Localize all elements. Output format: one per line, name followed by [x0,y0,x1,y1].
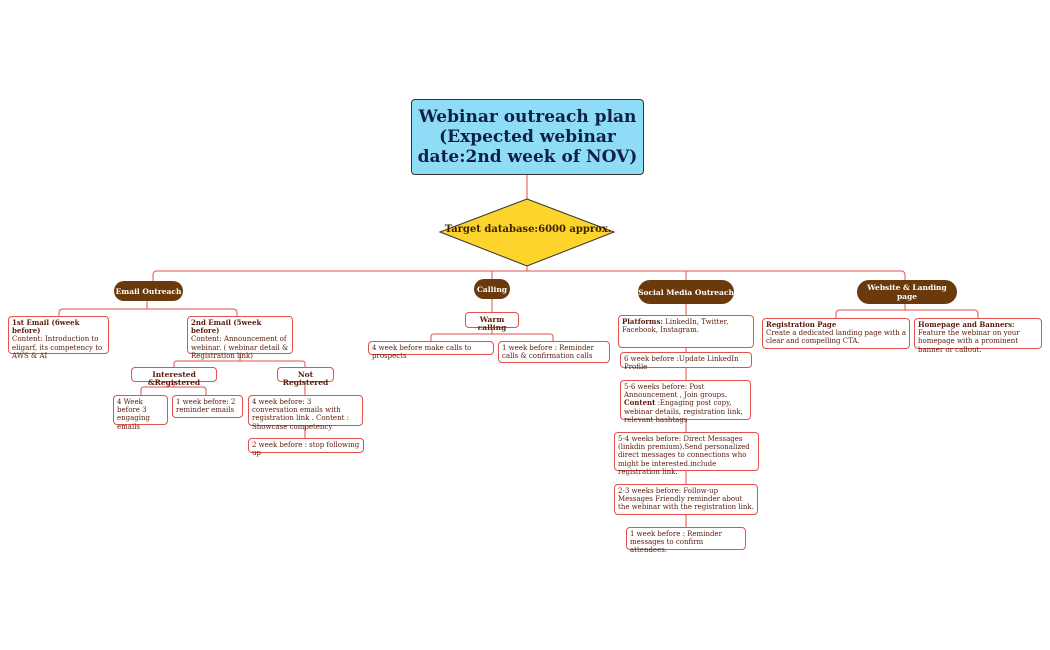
root-title[interactable]: Webinar outreach plan (Expected webinar … [411,99,644,175]
social-platforms-title: Platforms: [622,317,663,326]
link-email-children [58,301,238,318]
social-step-update-profile[interactable]: 6 week before :Update LinkedIn Profile [620,352,752,371]
social-step-post-announcement[interactable]: 5-6 weeks before: Post Announcement , Jo… [620,380,751,424]
social-step-direct-messages[interactable]: 5-4 weeks before: Direct Messages (linkd… [614,432,759,476]
branch-calling[interactable]: Calling [474,279,510,299]
social-step2-content-label: Content [624,398,656,408]
target-database-label: Target database:6000 approx. [444,224,612,235]
social-step-follow-up[interactable]: 2-3 weeks before: Follow-up Messages Fri… [614,484,758,515]
link-calling-children [430,299,554,341]
first-email-card[interactable]: 1st Email (6week before) Content: Introd… [8,316,109,360]
first-email-title: 1st Email (6week before) [12,318,80,336]
social-platforms-card[interactable]: Platforms: LinkedIn, Twitter, Facebook, … [618,315,754,348]
branch-social-media-outreach[interactable]: Social Media Outreach [638,280,734,304]
branch-website-landing[interactable]: Website & Landing page [857,280,957,304]
link-interested-items [140,382,207,395]
interested-engaging-emails[interactable]: 4 Week before 3 engaging emails [113,395,168,431]
website-homepage-title: Homepage and Banners: [918,320,1015,329]
link-target-branches [152,266,906,281]
second-email-card[interactable]: 2nd Email (5week before) Content: Announ… [187,316,293,360]
second-email-body: Content: Announcement of webinar. ( webi… [191,335,289,360]
website-registration-title: Registration Page [766,320,837,329]
social-step-reminder-messages[interactable]: 1 week before : Reminder messages to con… [626,527,746,554]
social-platforms-body: LinkedIn, Twitter, Facebook, Instagram. [622,318,729,335]
second-email-title: 2nd Email (5week before) [191,318,262,336]
calling-reminder[interactable]: 1 week before : Reminder calls & confirm… [498,341,610,363]
target-diamond [438,198,616,267]
link-second-email-subs [173,354,306,367]
not-registered-stop-following[interactable]: 2 week before : stop following up [248,438,364,457]
website-homepage-body: Feature the webinar on your homepage wit… [918,329,1020,354]
warm-calling-node[interactable]: Warm calling [465,312,519,332]
social-step2-part-b: :Engaging post copy, webinar details, re… [624,399,743,424]
not-registered-node[interactable]: Not Registered [277,367,334,387]
website-registration-body: Create a dedicated landing page with a c… [766,329,907,346]
branch-email-outreach[interactable]: Email Outreach [114,281,183,301]
not-registered-conversation-emails[interactable]: 4 week before: 3 conversation emails wit… [248,395,363,431]
first-email-body: Content: Introduction to eligarf, its co… [12,335,103,360]
link-website-children [835,304,979,318]
website-homepage-banners[interactable]: Homepage and Banners: Feature the webina… [914,318,1042,354]
interested-reminder-emails[interactable]: 1 week before: 2 reminder emails [172,395,243,418]
social-step2-part-a: 5-6 weeks before: Post Announcement , Jo… [624,383,727,400]
interested-registered-node[interactable]: Interested &Registered [131,367,217,387]
website-registration-page[interactable]: Registration Page Create a dedicated lan… [762,318,910,349]
calling-prospects[interactable]: 4 week before make calls to prospects [368,341,494,360]
